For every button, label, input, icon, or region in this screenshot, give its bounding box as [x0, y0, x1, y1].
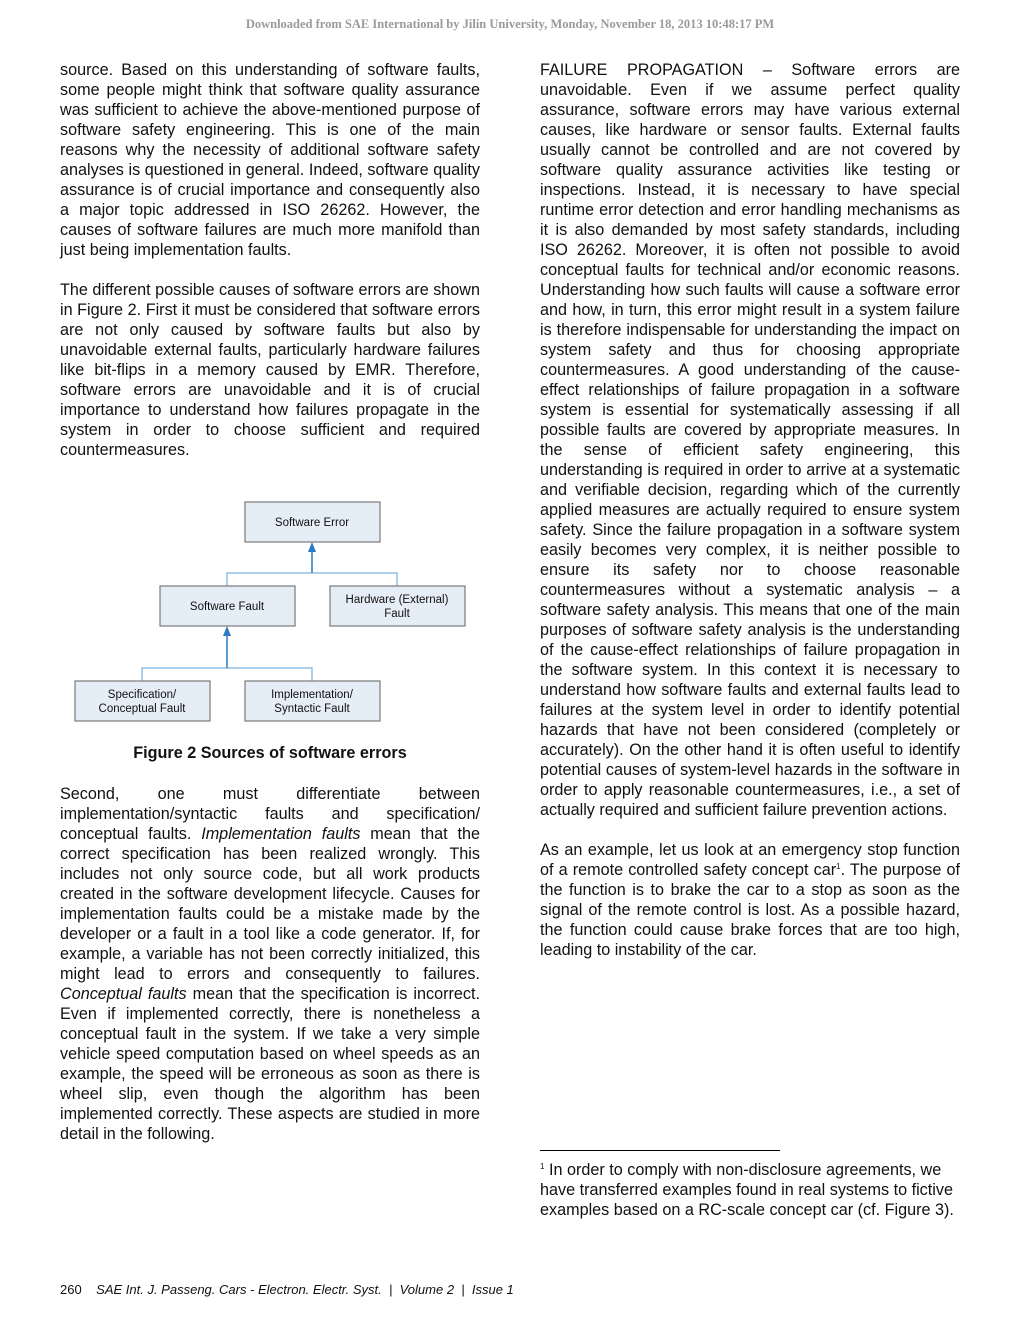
node-label: Software Fault: [190, 601, 265, 613]
text-span: mean that the correct specification has …: [60, 825, 480, 983]
node-hardware-fault: Hardware (External) Fault: [329, 585, 466, 627]
paragraph: The different possible causes of softwar…: [60, 281, 480, 459]
text-span: As an example, let us look at an emergen…: [540, 841, 960, 879]
footnote-text: In order to comply with non-disclosure a…: [540, 1161, 954, 1219]
node-label: Hardware (External): [346, 594, 449, 606]
page-footer: 260 SAE Int. J. Passeng. Cars - Electron…: [60, 1282, 514, 1297]
footnote: 1 In order to comply with non-disclosure…: [540, 1160, 960, 1220]
node-label: Conceptual Fault: [99, 703, 187, 715]
node-software-error: Software Error: [244, 501, 381, 543]
paragraph: source. Based on this understanding of s…: [60, 61, 480, 259]
paragraph: Second, one must differentiate between i…: [60, 784, 480, 1144]
journal-name: SAE Int. J. Passeng. Cars - Electron. El…: [96, 1282, 382, 1297]
paragraph: FAILURE PROPAGATION – Software errors ar…: [540, 61, 960, 819]
text-span: mean that the specification is incorrect…: [60, 985, 480, 1143]
text-span: Second, one must differentiate between i…: [60, 785, 480, 843]
node-label: Fault: [384, 608, 410, 620]
download-header: Downloaded from SAE International by Jil…: [245, 17, 775, 31]
paragraph: As an example, let us look at an emergen…: [540, 840, 960, 960]
italic-term: Implementation faults: [201, 825, 361, 843]
connector-line: [141, 667, 313, 681]
footnote-ref: 1: [836, 862, 841, 871]
text-span: . The purpose of the function is to brak…: [540, 861, 960, 959]
node-label: Software Error: [275, 517, 349, 529]
node-software-fault: Software Fault: [159, 585, 296, 627]
left-column: source. Based on this understanding of s…: [60, 60, 480, 480]
footnote-mark: 1: [540, 1162, 545, 1171]
node-label: Specification/: [108, 689, 177, 701]
italic-term: Conceptual faults: [60, 985, 187, 1003]
arrow-head-icon: [223, 626, 231, 636]
footnote-divider: [540, 1150, 780, 1151]
arrow-head-icon: [308, 542, 316, 552]
node-label: Implementation/: [271, 689, 354, 701]
node-label: Syntactic Fault: [274, 703, 350, 715]
issue: Issue 1: [471, 1282, 514, 1297]
node-specification-fault: Specification/ Conceptual Fault: [74, 680, 211, 722]
left-column-bottom: Second, one must differentiate between i…: [60, 784, 480, 1164]
figure-caption: Figure 2 Sources of software errors: [133, 744, 407, 762]
connector-line: [226, 572, 398, 586]
node-implementation-fault: Implementation/ Syntactic Fault: [244, 680, 381, 722]
page-number: 260: [60, 1282, 82, 1297]
volume: Volume 2: [399, 1282, 455, 1297]
right-column: FAILURE PROPAGATION – Software errors ar…: [540, 60, 960, 980]
